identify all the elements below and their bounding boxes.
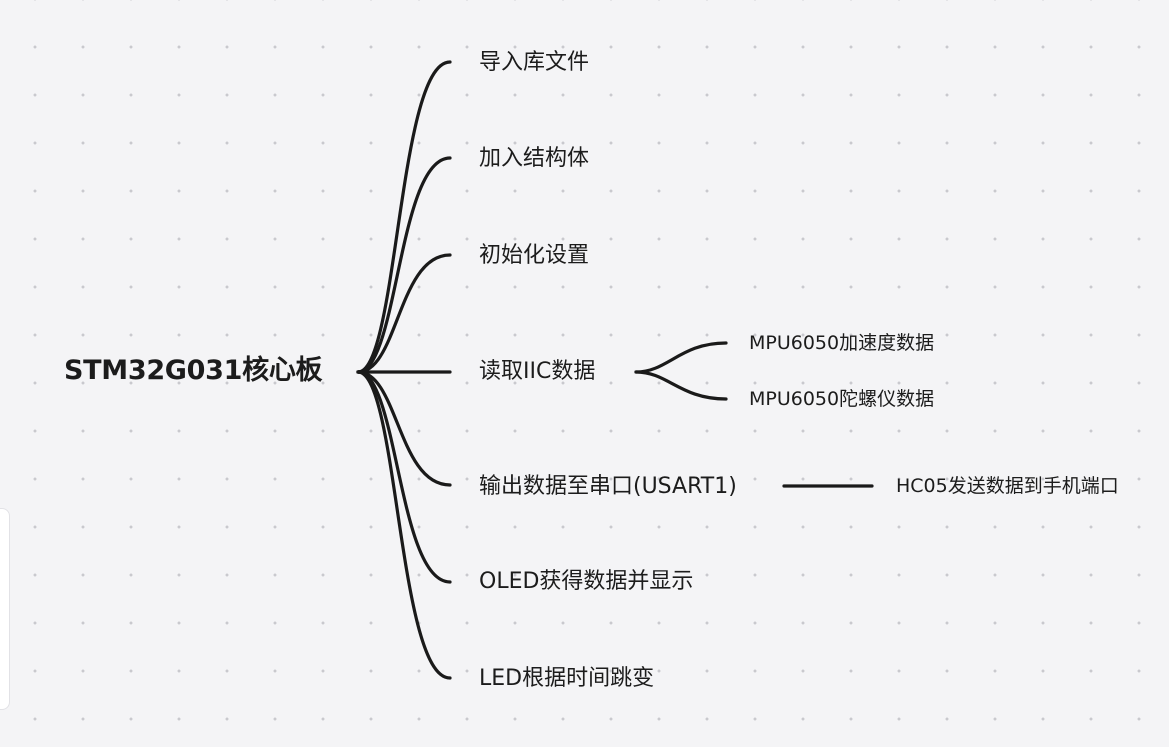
branch-node-2[interactable]: 加入结构体 [479,146,590,171]
edge-root-branch-2 [356,156,452,374]
edge-root-branch-6 [356,370,452,584]
branch-node-3[interactable]: 初始化设置 [479,243,590,268]
edge-root-branch-5 [356,370,452,487]
branch-node-6[interactable]: OLED获得数据并显示 [479,569,694,594]
edge-root-branch-7 [356,370,452,680]
root-node[interactable]: STM32G031核心板 [64,355,323,386]
sub-node-accel[interactable]: MPU6050加速度数据 [749,332,935,354]
edge-branch-4-child-1 [634,341,728,374]
branch-node-5[interactable]: 输出数据至串口(USART1) [479,474,737,499]
branch-node-4[interactable]: 读取IIC数据 [479,359,596,384]
branch-node-7[interactable]: LED根据时间跳变 [479,666,655,691]
edge-root-branch-3 [356,253,452,374]
sub-node-hc05[interactable]: HC05发送数据到手机端口 [896,475,1119,497]
edge-root-branch-1 [356,60,452,374]
branch-node-1[interactable]: 导入库文件 [479,50,590,75]
edge-branch-4-child-2 [634,370,728,401]
sub-node-gyro[interactable]: MPU6050陀螺仪数据 [749,388,935,410]
